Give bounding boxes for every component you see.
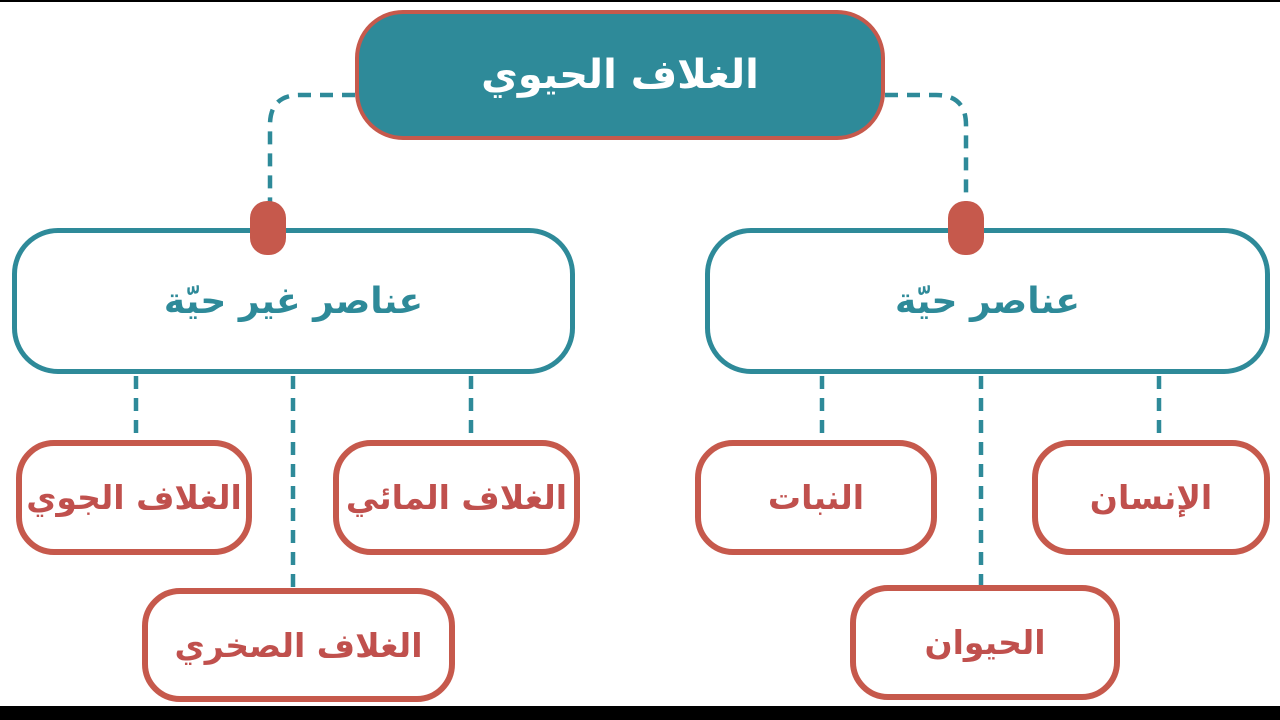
branch-nonliving-label: عناصر غير حيّة: [163, 280, 424, 322]
leaf-node-lithosphere: الغلاف الصخري: [142, 588, 455, 702]
leaf-lithosphere-label: الغلاف الصخري: [174, 625, 423, 665]
leaf-node-plants: النبات: [695, 440, 937, 555]
root-node-biosphere: الغلاف الحيوي: [355, 10, 885, 140]
branch-node-nonliving-elements: عناصر غير حيّة: [12, 228, 575, 374]
junction-dot-right: [948, 201, 984, 255]
leaf-node-hydrosphere: الغلاف المائي: [333, 440, 580, 555]
letterbox-bar-bottom: [0, 706, 1280, 720]
branch-living-label: عناصر حيّة: [895, 280, 1080, 322]
leaf-atmosphere-label: الغلاف الجوي: [26, 478, 242, 517]
root-node-label: الغلاف الحيوي: [481, 52, 759, 98]
leaf-node-animals: الحيوان: [850, 585, 1120, 700]
branch-node-living-elements: عناصر حيّة: [705, 228, 1270, 374]
leaf-humans-label: الإنسان: [1089, 478, 1213, 517]
leaf-hydrosphere-label: الغلاف المائي: [345, 478, 568, 517]
connector-root-to-nonliving: [267, 92, 355, 205]
leaf-node-atmosphere: الغلاف الجوي: [16, 440, 252, 555]
junction-dot-left: [250, 201, 286, 255]
leaf-plants-label: النبات: [767, 478, 865, 517]
leaf-animals-label: الحيوان: [924, 623, 1046, 662]
letterbox-bar-top: [0, 0, 1280, 2]
connector-root-to-living: [885, 92, 969, 205]
leaf-node-humans: الإنسان: [1032, 440, 1270, 555]
